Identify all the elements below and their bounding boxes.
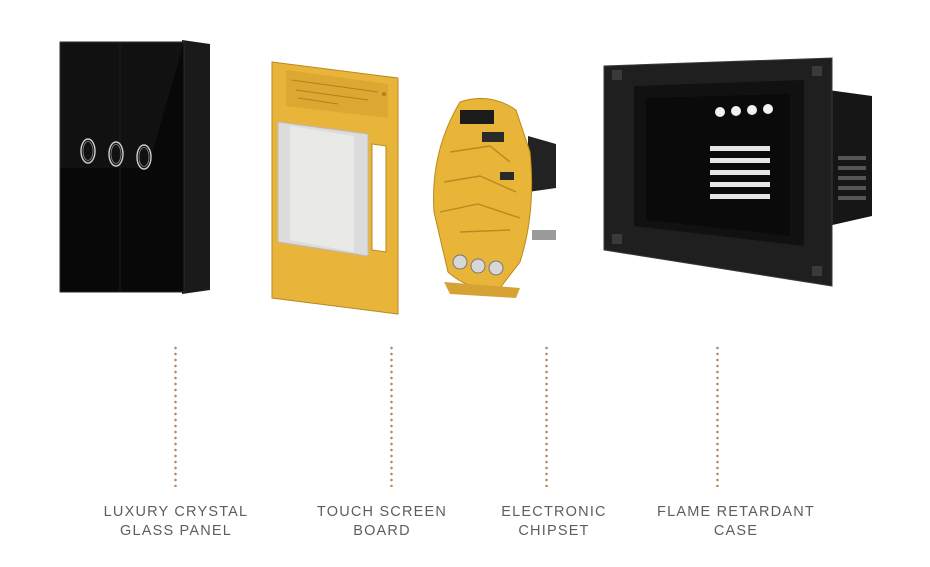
caption-case: FLAME RETARDANT CASE xyxy=(636,503,836,541)
caption-line: GLASS PANEL xyxy=(119,523,233,539)
caption-line: LUXURY CRYSTAL xyxy=(103,504,249,520)
caption-touch-board: TOUCH SCREEN BOARD xyxy=(282,503,482,541)
caption-line: CHIPSET xyxy=(518,523,590,539)
touch-screen-board-image xyxy=(268,60,403,316)
dotted-connector-case xyxy=(716,345,719,487)
caption-line: ELECTRONIC xyxy=(501,504,607,520)
caption-line: BOARD xyxy=(353,523,411,539)
dotted-connector-chip xyxy=(545,345,548,487)
caption-line: CASE xyxy=(713,523,759,539)
caption-glass-panel: LUXURY CRYSTAL GLASS PANEL xyxy=(76,503,276,541)
flame-retardant-case-image xyxy=(600,56,880,288)
caption-line: TOUCH SCREEN xyxy=(316,504,448,520)
dotted-connector-glass xyxy=(174,345,177,487)
dotted-connector-touch xyxy=(390,345,393,487)
caption-chipset: ELECTRONIC CHIPSET xyxy=(454,503,654,541)
caption-line: FLAME RETARDANT xyxy=(657,504,815,520)
glass-panel-image xyxy=(58,38,214,296)
electronic-chipset-image xyxy=(420,92,562,302)
